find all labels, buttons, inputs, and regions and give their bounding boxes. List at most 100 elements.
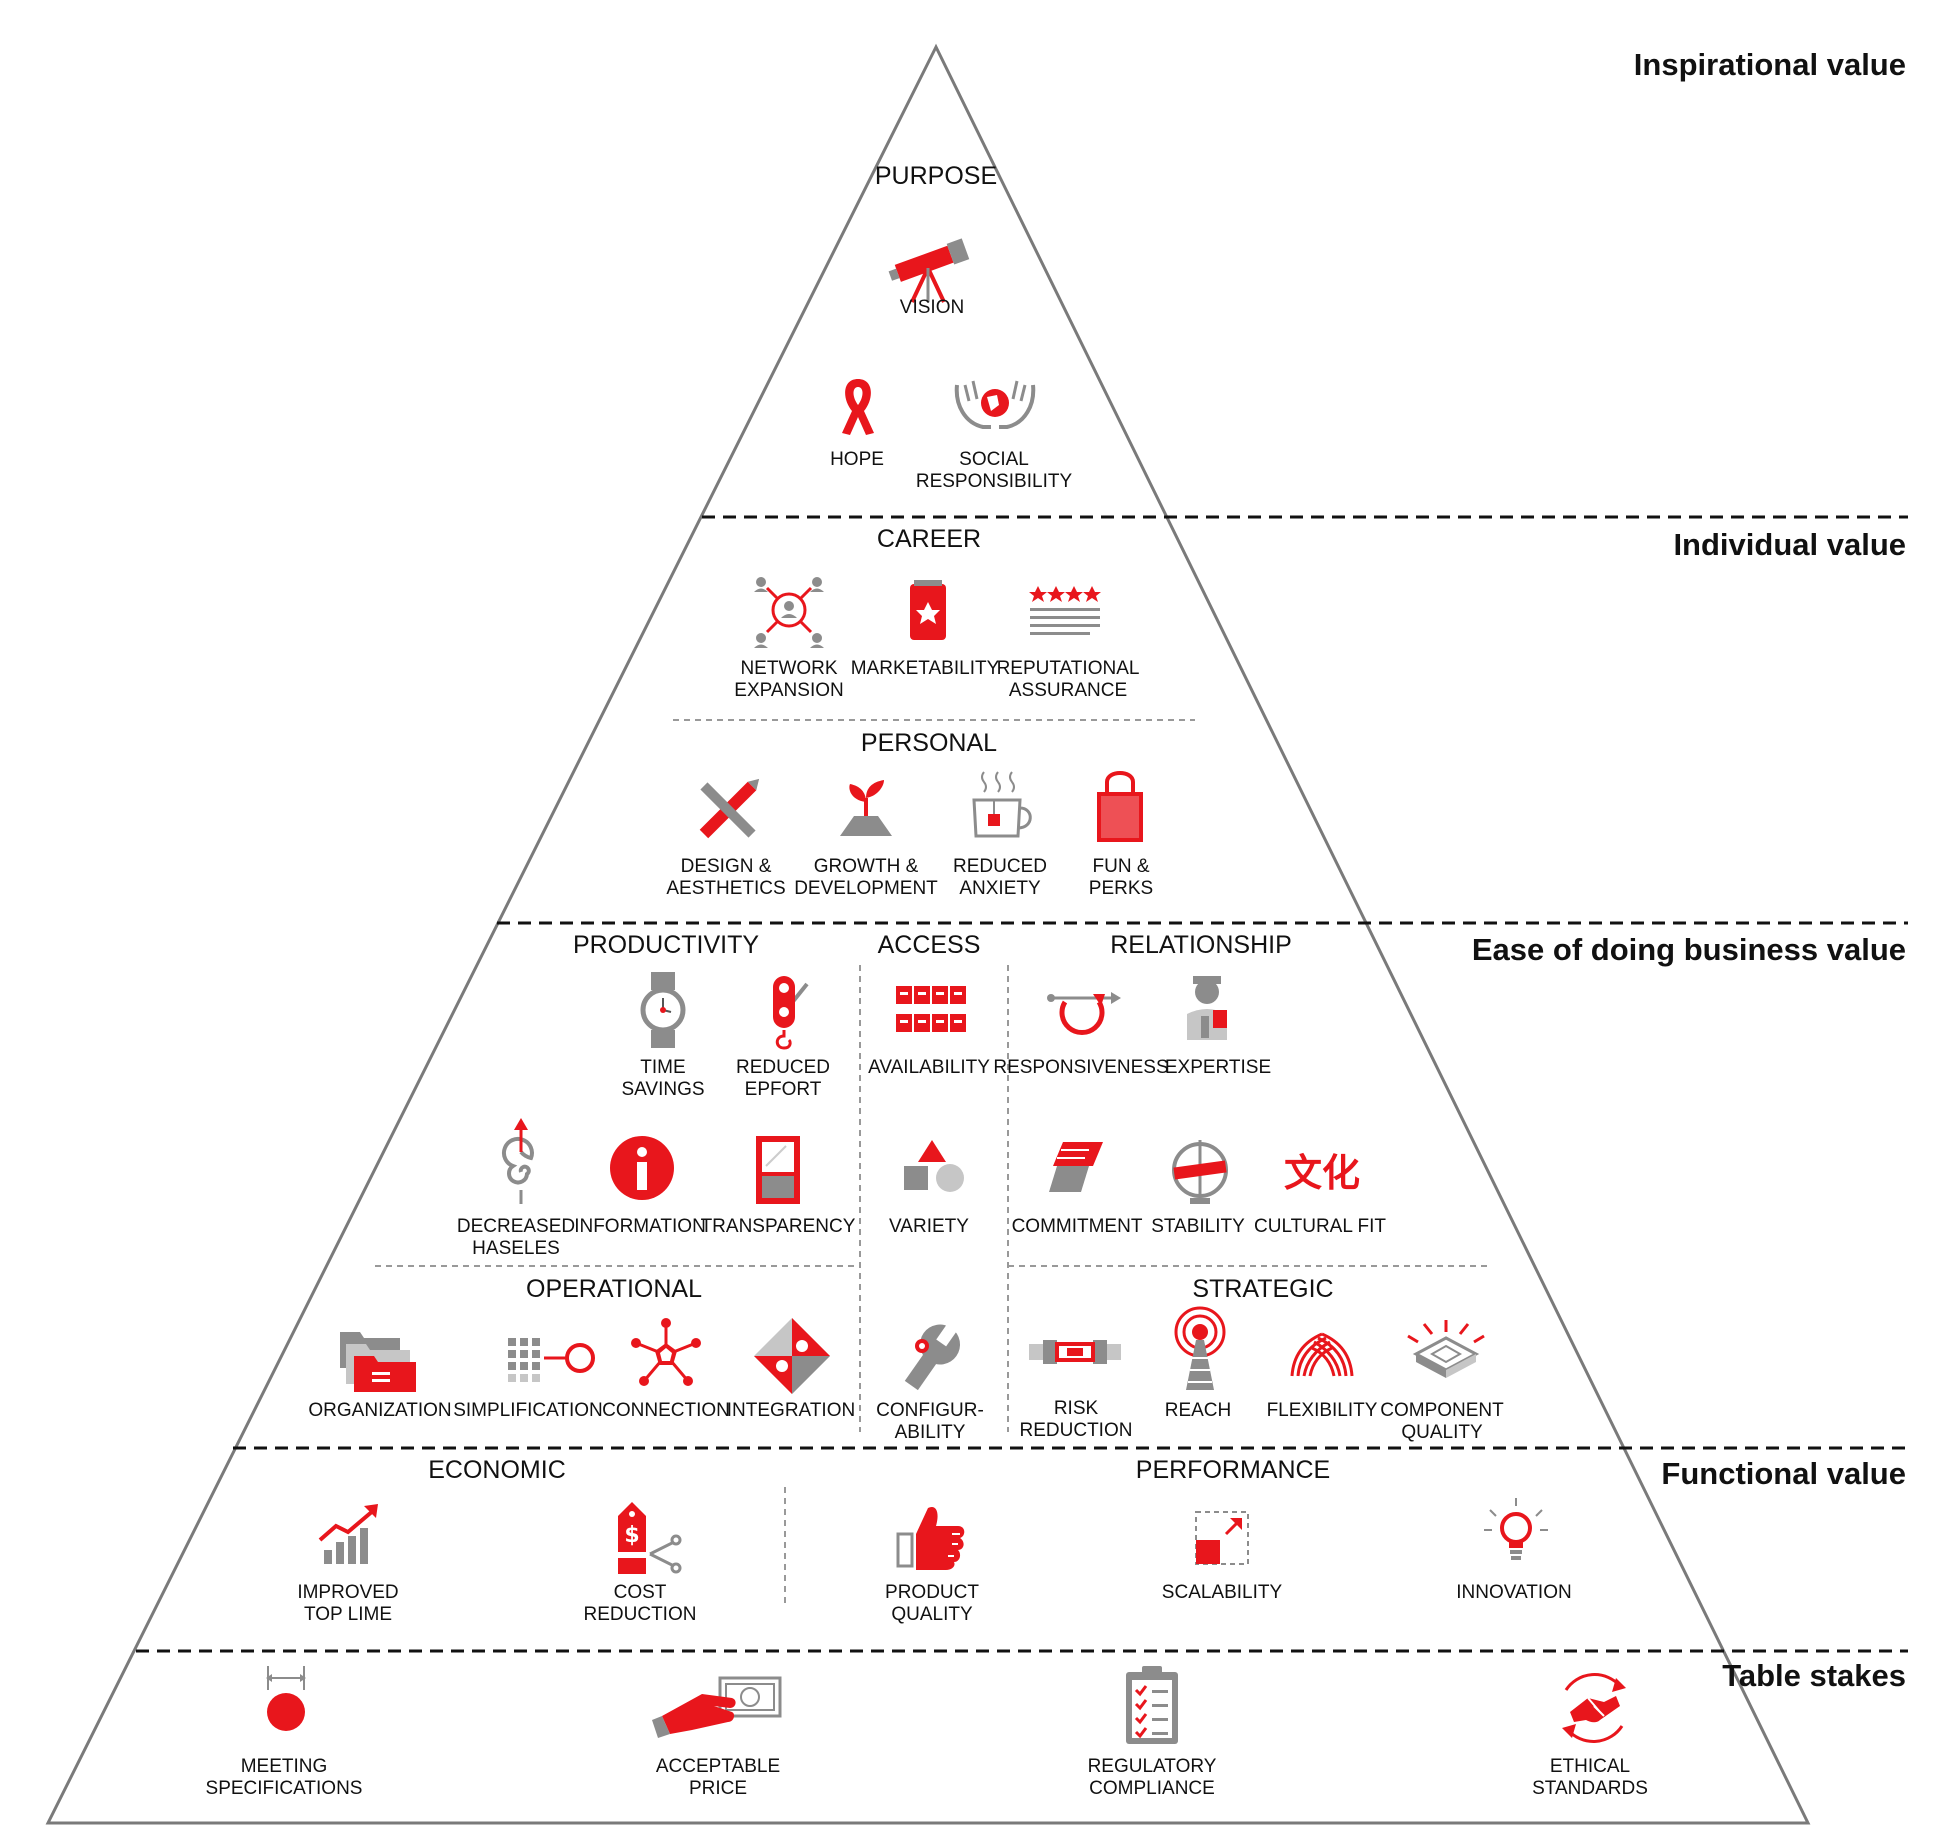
section-career: CAREER	[877, 525, 981, 553]
pulley-hook-icon	[773, 976, 809, 1050]
section-productivity: PRODUCTIVITY	[573, 931, 759, 959]
label-marketability: MARKETABILITY	[851, 658, 1000, 679]
clipboard-checklist-icon	[1126, 1666, 1178, 1744]
pencil-ruler-icon	[699, 778, 760, 839]
puzzle-icon	[754, 1318, 830, 1394]
lightbulb-icon	[1484, 1498, 1548, 1560]
label-cultural-fit: CULTURAL FIT	[1254, 1216, 1386, 1237]
label-design-aesthetics: DESIGN &AESTHETICS	[666, 856, 785, 899]
expert-person-icon	[1187, 976, 1227, 1040]
grid-to-circle-icon	[508, 1338, 595, 1382]
tier-label-functional: Functional value	[1661, 1456, 1906, 1491]
shopping-bag-icon	[1097, 771, 1143, 842]
growth-chart-icon	[318, 1504, 378, 1564]
label-scalability: SCALABILITY	[1162, 1582, 1283, 1603]
label-responsiveness: RESPONSIVENESS	[993, 1057, 1168, 1078]
tier-label-inspirational: Inspirational value	[1634, 47, 1906, 82]
section-access: ACCESS	[878, 931, 981, 959]
tier-label-table-stakes: Table stakes	[1722, 1658, 1906, 1693]
label-connection: CONNECTION	[602, 1400, 730, 1421]
label-fun-perks: FUN &PERKS	[1089, 856, 1153, 899]
stars-lines-icon	[1029, 586, 1101, 635]
pyramid-outline	[45, 43, 1811, 1825]
label-stability: STABILITY	[1151, 1216, 1245, 1237]
label-vision: VISION	[900, 297, 964, 318]
chip-icon	[1407, 1320, 1485, 1378]
window-pane-icon	[756, 1136, 800, 1204]
can-star-icon	[910, 580, 946, 640]
label-flexibility: FLEXIBILITY	[1267, 1400, 1378, 1421]
label-integration: INTEGRATION	[727, 1400, 855, 1421]
sprout-icon	[840, 780, 892, 836]
label-hope: HOPE	[830, 449, 884, 470]
spiral-arrow-icon	[502, 1118, 534, 1204]
label-expertise: EXPERTISE	[1165, 1057, 1271, 1078]
availability-grid-icon	[896, 986, 966, 1032]
network-icon	[754, 577, 824, 648]
watch-icon	[640, 972, 686, 1048]
price-tag-scissors-icon: $	[614, 1502, 682, 1574]
commitment-icon	[1049, 1142, 1103, 1192]
section-operational: OPERATIONAL	[526, 1275, 702, 1303]
flexibility-icon	[1290, 1332, 1354, 1377]
wrench-icon	[904, 1321, 961, 1391]
label-simplification: SIMPLIFICATION	[453, 1400, 603, 1421]
tier-label-individual: Individual value	[1673, 527, 1906, 562]
radio-tower-icon	[1174, 1306, 1226, 1390]
section-economic: ECONOMIC	[428, 1456, 566, 1484]
label-configurability: CONFIGUR-ABILITY	[876, 1400, 984, 1443]
scalability-icon	[1195, 1511, 1249, 1565]
thumbs-up-icon	[896, 1506, 965, 1570]
ribbon-icon	[842, 379, 874, 435]
gyroscope-icon	[1172, 1140, 1228, 1204]
fuse-icon	[1029, 1340, 1121, 1364]
section-personal: PERSONAL	[861, 729, 997, 757]
hub-connection-icon	[631, 1318, 701, 1386]
folders-icon	[340, 1332, 416, 1392]
label-availability: AVAILABILITY	[868, 1057, 990, 1078]
hand-money-icon	[652, 1676, 782, 1738]
label-innovation: INNOVATION	[1456, 1582, 1571, 1603]
label-reach: REACH	[1165, 1400, 1232, 1421]
label-commitment: COMMITMENT	[1012, 1216, 1143, 1237]
hands-globe-icon	[954, 380, 1036, 429]
label-variety: VARIETY	[889, 1216, 969, 1237]
section-purpose: PURPOSE	[875, 162, 997, 190]
teacup-icon	[972, 771, 1032, 838]
label-information: INFORMATION	[574, 1216, 706, 1237]
label-transparency: TRANSPARENCY	[701, 1216, 856, 1237]
telescope-icon	[888, 238, 970, 303]
tier-label-ease: Ease of doing business value	[1472, 932, 1906, 967]
section-dividers	[375, 719, 1492, 1605]
handshake-icon	[1562, 1673, 1626, 1743]
label-growth-development: GROWTH &DEVELOPMENT	[794, 856, 938, 899]
shapes-icon	[904, 1140, 964, 1192]
section-relationship: RELATIONSHIP	[1110, 931, 1292, 959]
label-organization: ORGANIZATION	[308, 1400, 451, 1421]
information-icon	[610, 1136, 674, 1200]
section-performance: PERFORMANCE	[1136, 1456, 1330, 1484]
measure-dot-icon	[266, 1666, 306, 1731]
dollar-sign: $	[624, 1523, 639, 1548]
tier-dividers	[136, 515, 1908, 1653]
cultural-fit-glyphs-icon: 文化	[1284, 1151, 1360, 1195]
section-strategic: STRATEGIC	[1192, 1275, 1333, 1303]
circular-arrow-icon	[1047, 992, 1121, 1035]
